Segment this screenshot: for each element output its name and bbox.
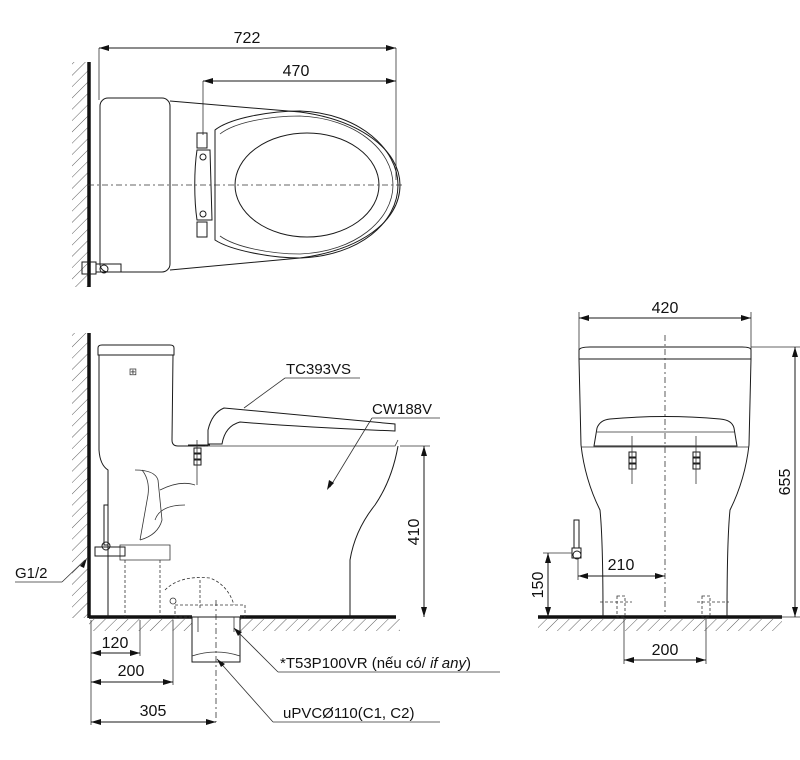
seat-bolt-left [628,436,637,484]
dim-seat-length: 470 [283,63,310,80]
seat-bolt [193,440,202,485]
dim-bowl-height: 410 [406,519,423,546]
dim-inlet-to-outlet: 200 [118,663,145,680]
bowl-front [349,445,399,617]
dim-height: 655 [777,469,794,496]
dim-width: 420 [652,300,679,317]
label-bowl-model: CW188V [372,401,432,418]
tank-body [98,355,109,617]
bowl-outline [169,100,401,271]
flush-button-icon: ⊞ [129,367,137,378]
tank-lid [97,344,175,356]
dim-overall-length: 722 [234,30,261,47]
wall-hatch [72,333,88,618]
body-right [726,358,752,618]
dim-inlet-offset: 120 [102,635,129,652]
dim-rough-in: 305 [140,703,167,720]
label-flange: *T53P100VR (nếu có/ if any) [280,655,471,672]
supply-hose [573,519,580,549]
body-left [578,358,604,618]
wall-hatch [72,62,88,287]
supply-hose [103,504,109,546]
dim-inlet-to-center: 210 [608,557,635,574]
label-seat-model: TC393VS [286,361,351,378]
dim-inlet-height: 150 [530,572,547,599]
angle-valve [94,546,126,557]
label-water-inlet: G1/2 [15,565,48,582]
tank-top [99,97,171,273]
top-view: 722 470 [72,30,405,287]
tank-front [578,346,752,360]
seat-lid [207,407,396,445]
seat-bolt-right [692,436,701,484]
trapway [134,469,163,541]
side-view: ⊞ [15,333,500,725]
dim-bolt-spacing: 200 [652,642,679,659]
front-view: 420 655 [530,300,800,664]
seat-front [593,416,738,447]
label-drain-pipe: uPVCØ110(C1, C2) [283,705,414,722]
